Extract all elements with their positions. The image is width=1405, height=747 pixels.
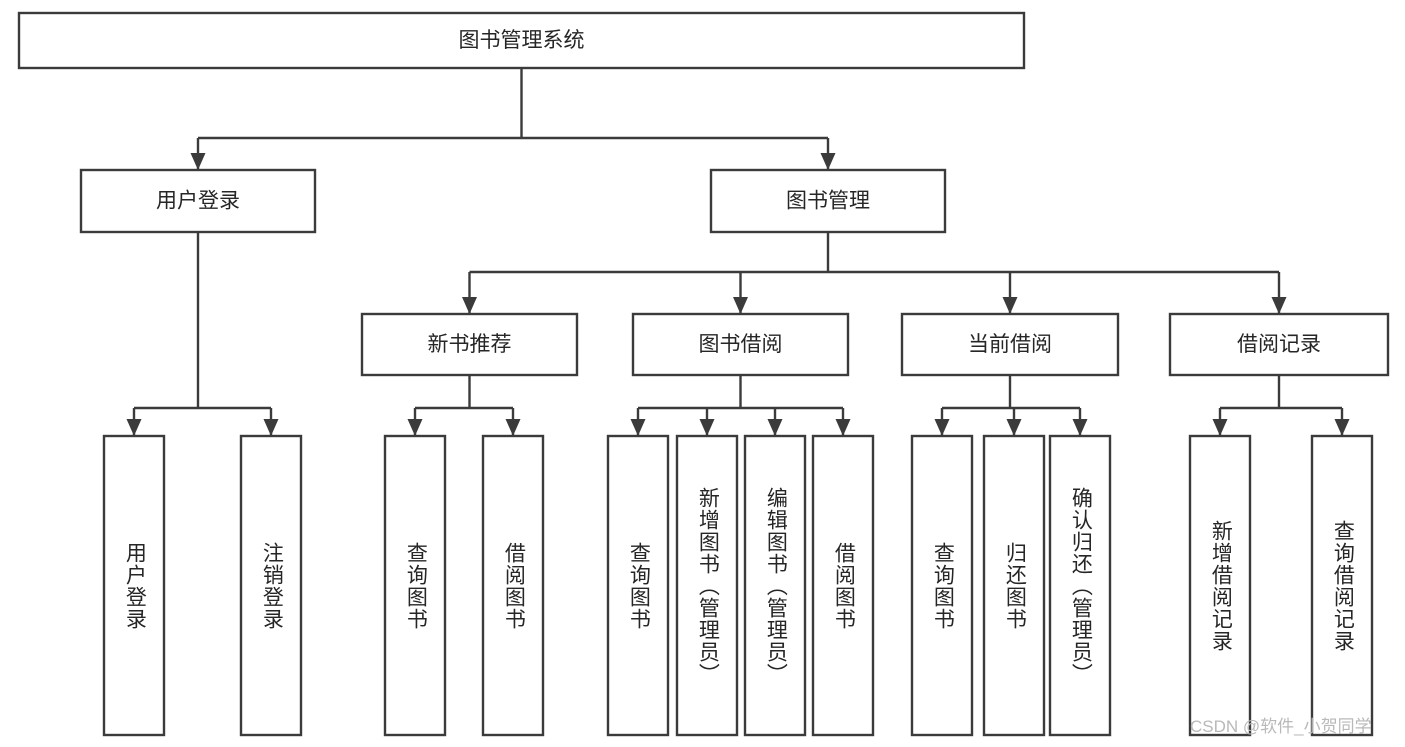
- leaf-node-9-rect[interactable]: [982, 434, 1046, 737]
- leaf-node-12-label: 查询借阅记录: [1331, 519, 1355, 652]
- l3-2-arrow-1: [1006, 419, 1022, 436]
- leaf-node-5-label-wrap: 新增图书（管理员）: [696, 486, 720, 685]
- l3-1-arrow-2: [767, 419, 783, 436]
- leaf-node-11-rect[interactable]: [1188, 434, 1252, 737]
- leaf-node-5-rect[interactable]: [675, 434, 739, 737]
- root-arrow-1: [820, 153, 836, 170]
- leaf-node-0-rect[interactable]: [102, 434, 166, 737]
- leaf-node-3[interactable]: 借阅图书: [481, 434, 545, 737]
- level2-node-0[interactable]: 用户登录: [79, 168, 317, 234]
- root-node-rect[interactable]: [17, 11, 1026, 70]
- leaf-node-9-label-wrap: 归还图书: [1003, 541, 1027, 630]
- leaf-node-4-rect[interactable]: [606, 434, 670, 737]
- l3-2-arrow-0: [934, 419, 950, 436]
- leaf-node-7[interactable]: 借阅图书: [811, 434, 875, 737]
- level3-node-1-rect[interactable]: [631, 312, 850, 377]
- level3-node-3[interactable]: 借阅记录: [1168, 312, 1390, 377]
- leaf-node-4-label-wrap: 查询图书: [627, 541, 651, 630]
- bookmgmt-arrow-0: [462, 297, 477, 314]
- level2-node-1-label: 图书管理: [786, 190, 870, 213]
- leaf-node-2[interactable]: 查询图书: [383, 434, 447, 737]
- leaf-node-5-label: 新增图书（管理员）: [696, 486, 720, 685]
- leaf-node-5[interactable]: 新增图书（管理员）: [675, 434, 739, 737]
- leaf-node-7-label: 借阅图书: [832, 541, 856, 630]
- l3-1-arrow-1: [699, 419, 715, 436]
- leaf-node-6[interactable]: 编辑图书（管理员）: [743, 434, 807, 737]
- l3-1-arrow-0: [630, 419, 646, 436]
- leaf-node-12[interactable]: 查询借阅记录: [1310, 434, 1374, 737]
- leaf-node-8-label-wrap: 查询图书: [931, 541, 955, 630]
- leaf-node-2-label: 查询图书: [404, 541, 428, 630]
- leaf-node-11-label-wrap: 新增借阅记录: [1209, 519, 1233, 652]
- level3-node-0-label: 新书推荐: [428, 333, 512, 356]
- leaf-node-11[interactable]: 新增借阅记录: [1188, 434, 1252, 737]
- leaf-node-3-rect[interactable]: [481, 434, 545, 737]
- leaf-node-9[interactable]: 归还图书: [982, 434, 1046, 737]
- level3-node-2[interactable]: 当前借阅: [900, 312, 1120, 377]
- leaf-node-7-rect[interactable]: [811, 434, 875, 737]
- leaf-node-8[interactable]: 查询图书: [910, 434, 974, 737]
- leaf-node-12-rect[interactable]: [1310, 434, 1374, 737]
- level3-node-0-rect[interactable]: [360, 312, 579, 377]
- level3-node-3-rect[interactable]: [1168, 312, 1390, 377]
- leaf-node-7-label-wrap: 借阅图书: [832, 541, 856, 630]
- level2-node-0-label: 用户登录: [156, 190, 240, 213]
- leaf-node-4-label: 查询图书: [627, 541, 651, 630]
- leaf-node-3-label-wrap: 借阅图书: [502, 541, 526, 630]
- leaf-node-1-label-wrap: 注销登录: [260, 541, 284, 630]
- bookmgmt-arrow-3: [1271, 297, 1287, 314]
- level3-node-2-label: 当前借阅: [968, 333, 1052, 356]
- connector-layer: [126, 68, 1350, 436]
- l3-3-arrow-0: [1212, 419, 1228, 436]
- level2-node-0-rect[interactable]: [79, 168, 317, 234]
- leaf-node-1-label: 注销登录: [260, 541, 284, 630]
- level3-node-2-rect[interactable]: [900, 312, 1120, 377]
- leaf-node-12-label-wrap: 查询借阅记录: [1331, 519, 1355, 652]
- leaf-node-11-label: 新增借阅记录: [1209, 519, 1233, 652]
- leaf-node-0-label: 用户登录: [123, 541, 147, 630]
- leaf-node-10[interactable]: 确认归还（管理员）: [1048, 434, 1112, 737]
- bookmgmt-arrow-1: [733, 297, 748, 314]
- bookmgmt-arrow-2: [1002, 297, 1018, 314]
- leaf-node-6-label: 编辑图书（管理员）: [764, 486, 788, 685]
- leaf-node-8-rect[interactable]: [910, 434, 974, 737]
- leaf-node-6-rect[interactable]: [743, 434, 807, 737]
- userlogin-arrow-0: [126, 419, 142, 436]
- leaf-node-4[interactable]: 查询图书: [606, 434, 670, 737]
- leaf-node-3-label: 借阅图书: [502, 541, 526, 630]
- root-arrow-0: [190, 153, 206, 170]
- leaf-node-1[interactable]: 注销登录: [239, 434, 303, 737]
- level3-node-3-label: 借阅记录: [1237, 333, 1321, 356]
- level3-node-1[interactable]: 图书借阅: [631, 312, 850, 377]
- leaf-node-8-label: 查询图书: [931, 541, 955, 630]
- l3-0-arrow-1: [505, 419, 521, 436]
- root-node-label: 图书管理系统: [459, 29, 585, 52]
- l3-2-arrow-2: [1072, 419, 1088, 436]
- leaf-node-0[interactable]: 用户登录: [102, 434, 166, 737]
- l3-1-arrow-3: [835, 419, 851, 436]
- root-node[interactable]: 图书管理系统: [17, 11, 1026, 70]
- leaf-node-0-label-wrap: 用户登录: [123, 541, 147, 630]
- l3-3-arrow-1: [1334, 419, 1350, 436]
- leaf-node-2-label-wrap: 查询图书: [404, 541, 428, 630]
- l3-0-arrow-0: [407, 419, 423, 436]
- node-layer: 图书管理系统用户登录图书管理新书推荐图书借阅当前借阅借阅记录用户登录注销登录查询…: [17, 11, 1390, 737]
- leaf-node-6-label-wrap: 编辑图书（管理员）: [764, 486, 788, 685]
- userlogin-arrow-1: [263, 419, 279, 436]
- leaf-node-9-label: 归还图书: [1003, 541, 1027, 630]
- leaf-node-2-rect[interactable]: [383, 434, 447, 737]
- leaf-node-1-rect[interactable]: [239, 434, 303, 737]
- level3-node-0[interactable]: 新书推荐: [360, 312, 579, 377]
- level2-node-1-rect[interactable]: [709, 168, 947, 234]
- leaf-node-10-rect[interactable]: [1048, 434, 1112, 737]
- leaf-node-10-label: 确认归还（管理员）: [1069, 486, 1093, 685]
- level2-node-1[interactable]: 图书管理: [709, 168, 947, 234]
- level3-node-1-label: 图书借阅: [699, 333, 783, 356]
- leaf-node-10-label-wrap: 确认归还（管理员）: [1069, 486, 1093, 685]
